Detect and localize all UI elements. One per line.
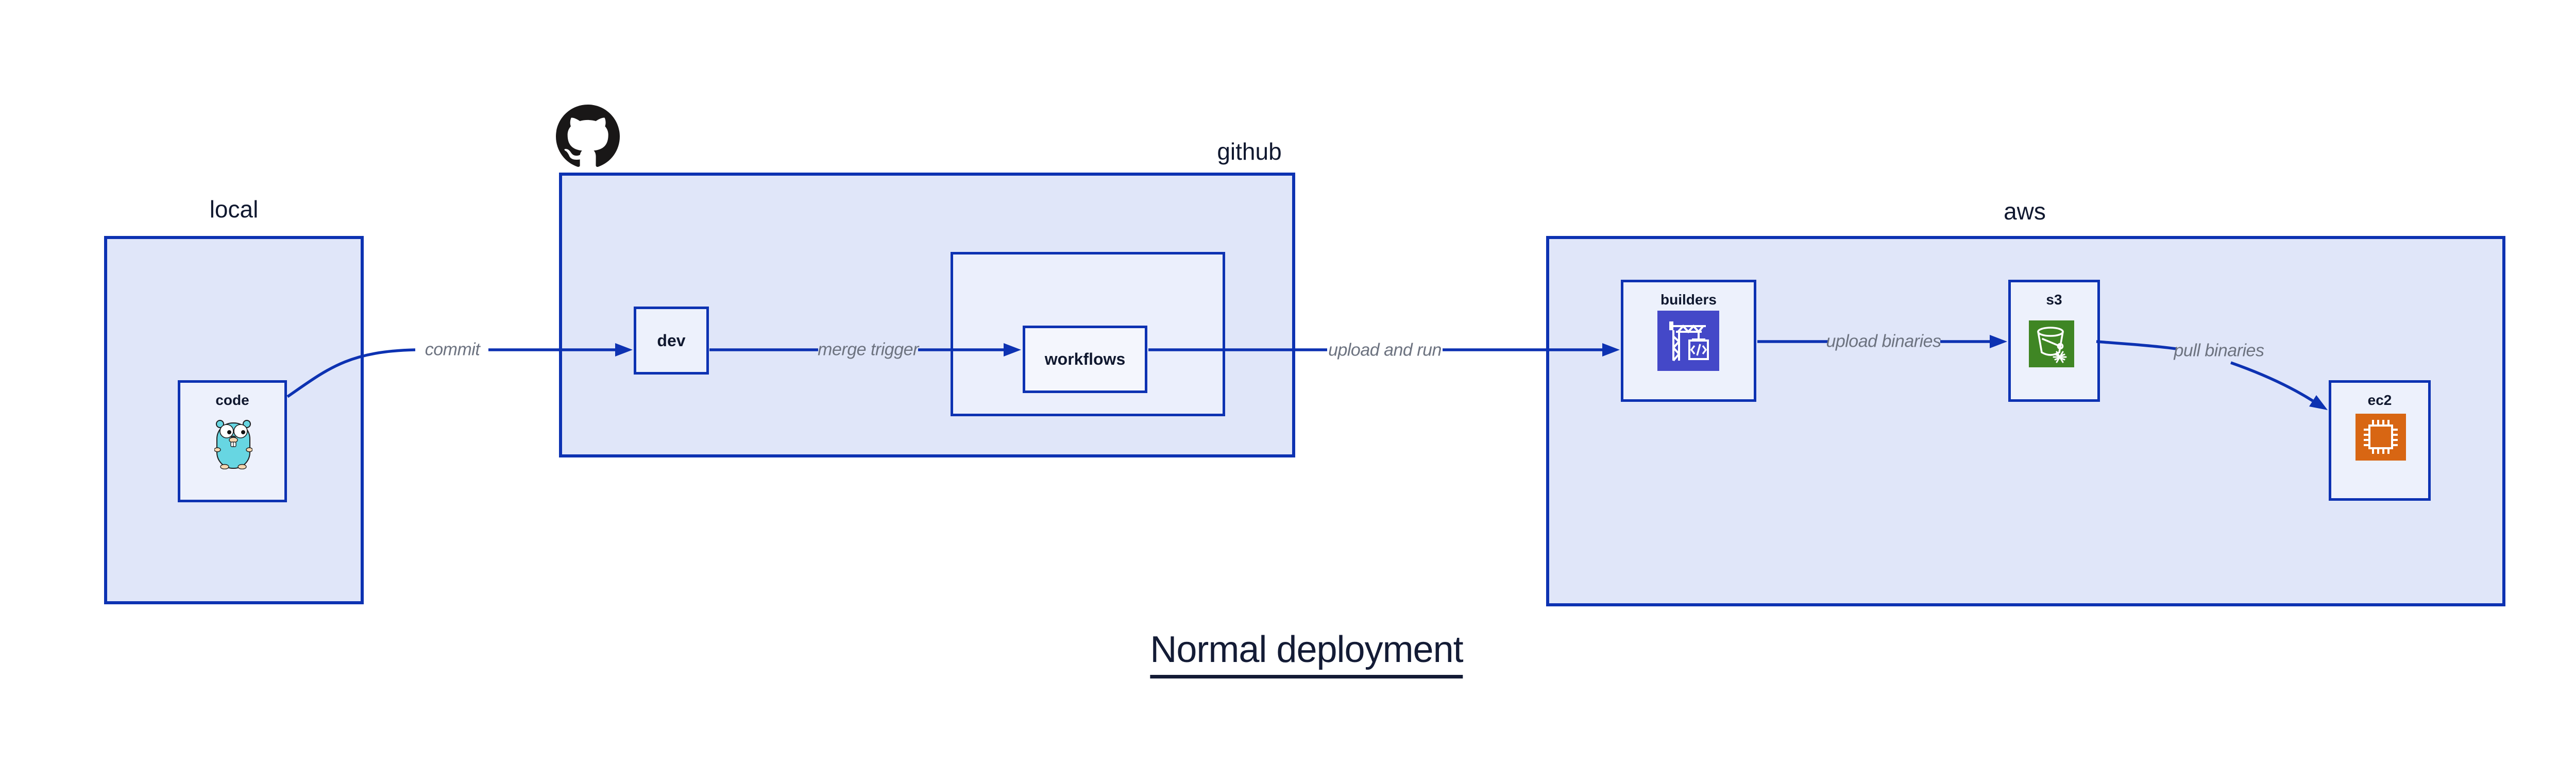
github-container-label: github [1217,138,1282,165]
arrowhead-ec2 [2309,395,2328,410]
edge-code-to-dev [286,348,416,398]
s3-node: s3 [2008,280,2100,402]
dev-node: dev [634,307,709,375]
edge-label-pull-binaries: pull binaries [2174,341,2264,361]
local-container-label: local [209,196,259,223]
arrowhead-builders [1602,343,1620,356]
edge-label-commit: commit [425,339,480,360]
diagram-title: Normal deployment [1150,629,1464,678]
arrowhead-dev [615,343,633,356]
dev-node-label: dev [657,331,686,350]
edge-label-merge-trigger: merge trigger [818,339,919,360]
s3-node-label: s3 [2046,292,2062,308]
code-node-label: code [215,392,249,408]
edge-label-upload-and-run: upload and run [1328,340,1442,360]
github-octocat-icon [556,105,620,167]
ec2-node: ec2 [2329,380,2431,501]
code-node: code [178,380,287,502]
codebuild-crane-icon [1657,311,1719,371]
aws-container-label: aws [2004,198,2046,225]
builders-node-label: builders [1660,292,1717,308]
edge-label-upload-binaries: upload binaries [1826,331,1941,351]
s3-glacier-bucket-icon [2029,320,2074,367]
ec2-chip-icon [2355,414,2406,461]
ec2-node-label: ec2 [2367,392,2392,408]
diagram-title-text: Normal deployment [1150,629,1464,678]
workflows-node-label: workflows [1044,350,1126,368]
edge-s3-to-ec2 [2096,340,2177,350]
arrowhead-workflows [1004,343,1021,356]
go-gopher-icon [214,420,252,469]
arrowhead-s3 [1990,335,2007,348]
workflows-node: workflows [1023,326,1147,393]
builders-node: builders [1621,280,1756,402]
